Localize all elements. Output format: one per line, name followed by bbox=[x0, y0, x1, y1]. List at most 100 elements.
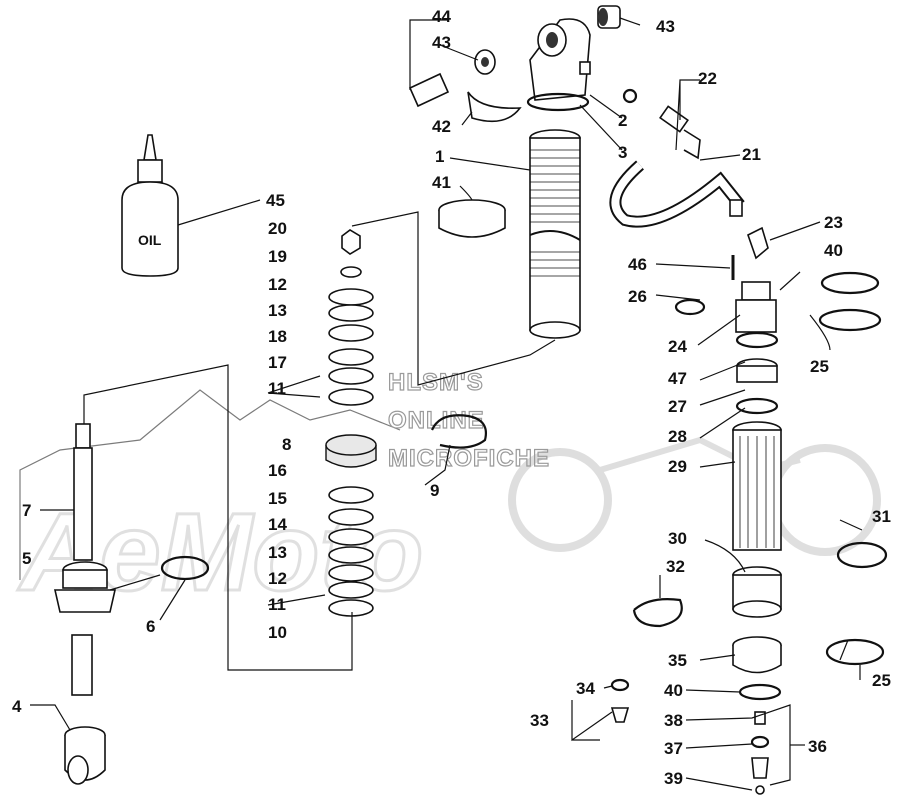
part-42-shape bbox=[467, 91, 522, 123]
callout-labels: 44 43 43 22 42 2 3 1 21 41 45 20 19 12 1… bbox=[12, 7, 891, 788]
callout-3: 3 bbox=[618, 143, 627, 162]
fitting-22-part bbox=[622, 88, 701, 160]
callout-25-lower: 25 bbox=[872, 671, 891, 690]
callout-18: 18 bbox=[268, 327, 287, 346]
shaft-7-part bbox=[73, 423, 93, 561]
callout-44: 44 bbox=[432, 7, 451, 26]
bushing-43-left bbox=[474, 49, 496, 75]
shim-14-part bbox=[328, 528, 374, 546]
callout-40-lower: 40 bbox=[664, 681, 683, 700]
o-ring-25a bbox=[818, 308, 882, 332]
shim-11b-part bbox=[328, 581, 374, 599]
callout-15: 15 bbox=[268, 489, 287, 508]
shim-13a-part bbox=[328, 304, 374, 322]
callout-27: 27 bbox=[668, 397, 687, 416]
hose-21-part bbox=[609, 160, 745, 228]
seal-head-5-part bbox=[53, 561, 117, 613]
piston-stack bbox=[325, 229, 377, 617]
callout-17: 17 bbox=[268, 353, 287, 372]
screw-33-part bbox=[610, 707, 630, 723]
cap-24-part bbox=[735, 281, 777, 333]
o-ring-26 bbox=[674, 298, 706, 316]
callout-19: 19 bbox=[268, 247, 287, 266]
reservoir-assembly bbox=[610, 226, 888, 795]
shim-11a2-part bbox=[328, 388, 374, 406]
callout-13-lower: 13 bbox=[268, 543, 287, 562]
callout-39: 39 bbox=[664, 769, 683, 788]
callout-23: 23 bbox=[824, 213, 843, 232]
callout-38: 38 bbox=[664, 711, 683, 730]
callout-25-upper: 25 bbox=[810, 357, 829, 376]
callout-31: 31 bbox=[872, 507, 891, 526]
callout-5: 5 bbox=[22, 549, 31, 568]
callout-16: 16 bbox=[268, 461, 287, 480]
callout-24: 24 bbox=[668, 337, 687, 356]
ring-28 bbox=[735, 397, 779, 415]
reservoir-29-part bbox=[732, 421, 782, 551]
lower-shaft-part bbox=[71, 634, 93, 696]
sleeve-44-part bbox=[408, 72, 450, 108]
callout-46: 46 bbox=[628, 255, 647, 274]
ring-32 bbox=[632, 598, 683, 628]
o-ring-6 bbox=[160, 555, 210, 581]
shim-17-part bbox=[328, 348, 374, 366]
callout-12-upper: 12 bbox=[268, 275, 287, 294]
callout-2: 2 bbox=[618, 111, 627, 130]
callout-32: 32 bbox=[666, 557, 685, 576]
oil-bottle-label: OIL bbox=[138, 232, 162, 248]
callout-8: 8 bbox=[282, 435, 291, 454]
o-ring-40a bbox=[820, 271, 880, 295]
callout-37: 37 bbox=[664, 739, 683, 758]
o-ring-40b bbox=[738, 683, 782, 701]
callout-9: 9 bbox=[430, 481, 439, 500]
washer-37 bbox=[750, 735, 770, 749]
callout-40-upper: 40 bbox=[824, 241, 843, 260]
cap-35-part bbox=[732, 636, 782, 674]
callout-47: 47 bbox=[668, 369, 687, 388]
shim-15-part bbox=[328, 508, 374, 526]
callout-7: 7 bbox=[22, 501, 31, 520]
o-ring-25b bbox=[825, 638, 885, 666]
nut-20-part bbox=[341, 229, 361, 255]
shock-body-part bbox=[529, 129, 581, 339]
piston-ring-9 bbox=[430, 414, 487, 449]
fitting-23-part bbox=[747, 226, 769, 260]
o-ring-47 bbox=[735, 331, 779, 349]
callout-14: 14 bbox=[268, 515, 287, 534]
callout-35: 35 bbox=[668, 651, 687, 670]
callout-29: 29 bbox=[668, 457, 687, 476]
callout-12-lower: 12 bbox=[268, 569, 287, 588]
callout-43-left: 43 bbox=[432, 33, 451, 52]
callout-45: 45 bbox=[266, 191, 285, 210]
callout-33: 33 bbox=[530, 711, 549, 730]
top-eyelet-part bbox=[529, 18, 591, 101]
callout-22: 22 bbox=[698, 69, 717, 88]
callout-20: 20 bbox=[268, 219, 287, 238]
ring-31 bbox=[836, 541, 888, 569]
callout-10: 10 bbox=[268, 623, 287, 642]
shim-11a-part bbox=[328, 367, 374, 385]
callout-42: 42 bbox=[432, 117, 451, 136]
callout-6: 6 bbox=[146, 617, 155, 636]
callout-26: 26 bbox=[628, 287, 647, 306]
shim-16-part bbox=[328, 486, 374, 504]
watermark-line-2: ONLINE bbox=[388, 407, 485, 434]
callout-21: 21 bbox=[742, 145, 761, 164]
o-ring-2 bbox=[526, 92, 590, 112]
watermark-line-1: HLSM'S bbox=[388, 369, 484, 396]
shim-12b-part bbox=[328, 564, 374, 582]
callout-30: 30 bbox=[668, 529, 687, 548]
washer-10-part bbox=[328, 599, 374, 617]
shim-12a-part bbox=[328, 288, 374, 306]
piston-30-part bbox=[732, 566, 782, 618]
bushing-27-part bbox=[736, 358, 778, 383]
callout-28: 28 bbox=[668, 427, 687, 446]
watermark-text: HLSM'S ONLINE MICROFICHE bbox=[387, 368, 549, 472]
ball-39-part bbox=[755, 785, 765, 795]
eyelet-4-part bbox=[64, 726, 106, 785]
nut-41-part bbox=[438, 199, 506, 238]
washer-19-part bbox=[340, 266, 362, 278]
callout-1: 1 bbox=[435, 147, 444, 166]
